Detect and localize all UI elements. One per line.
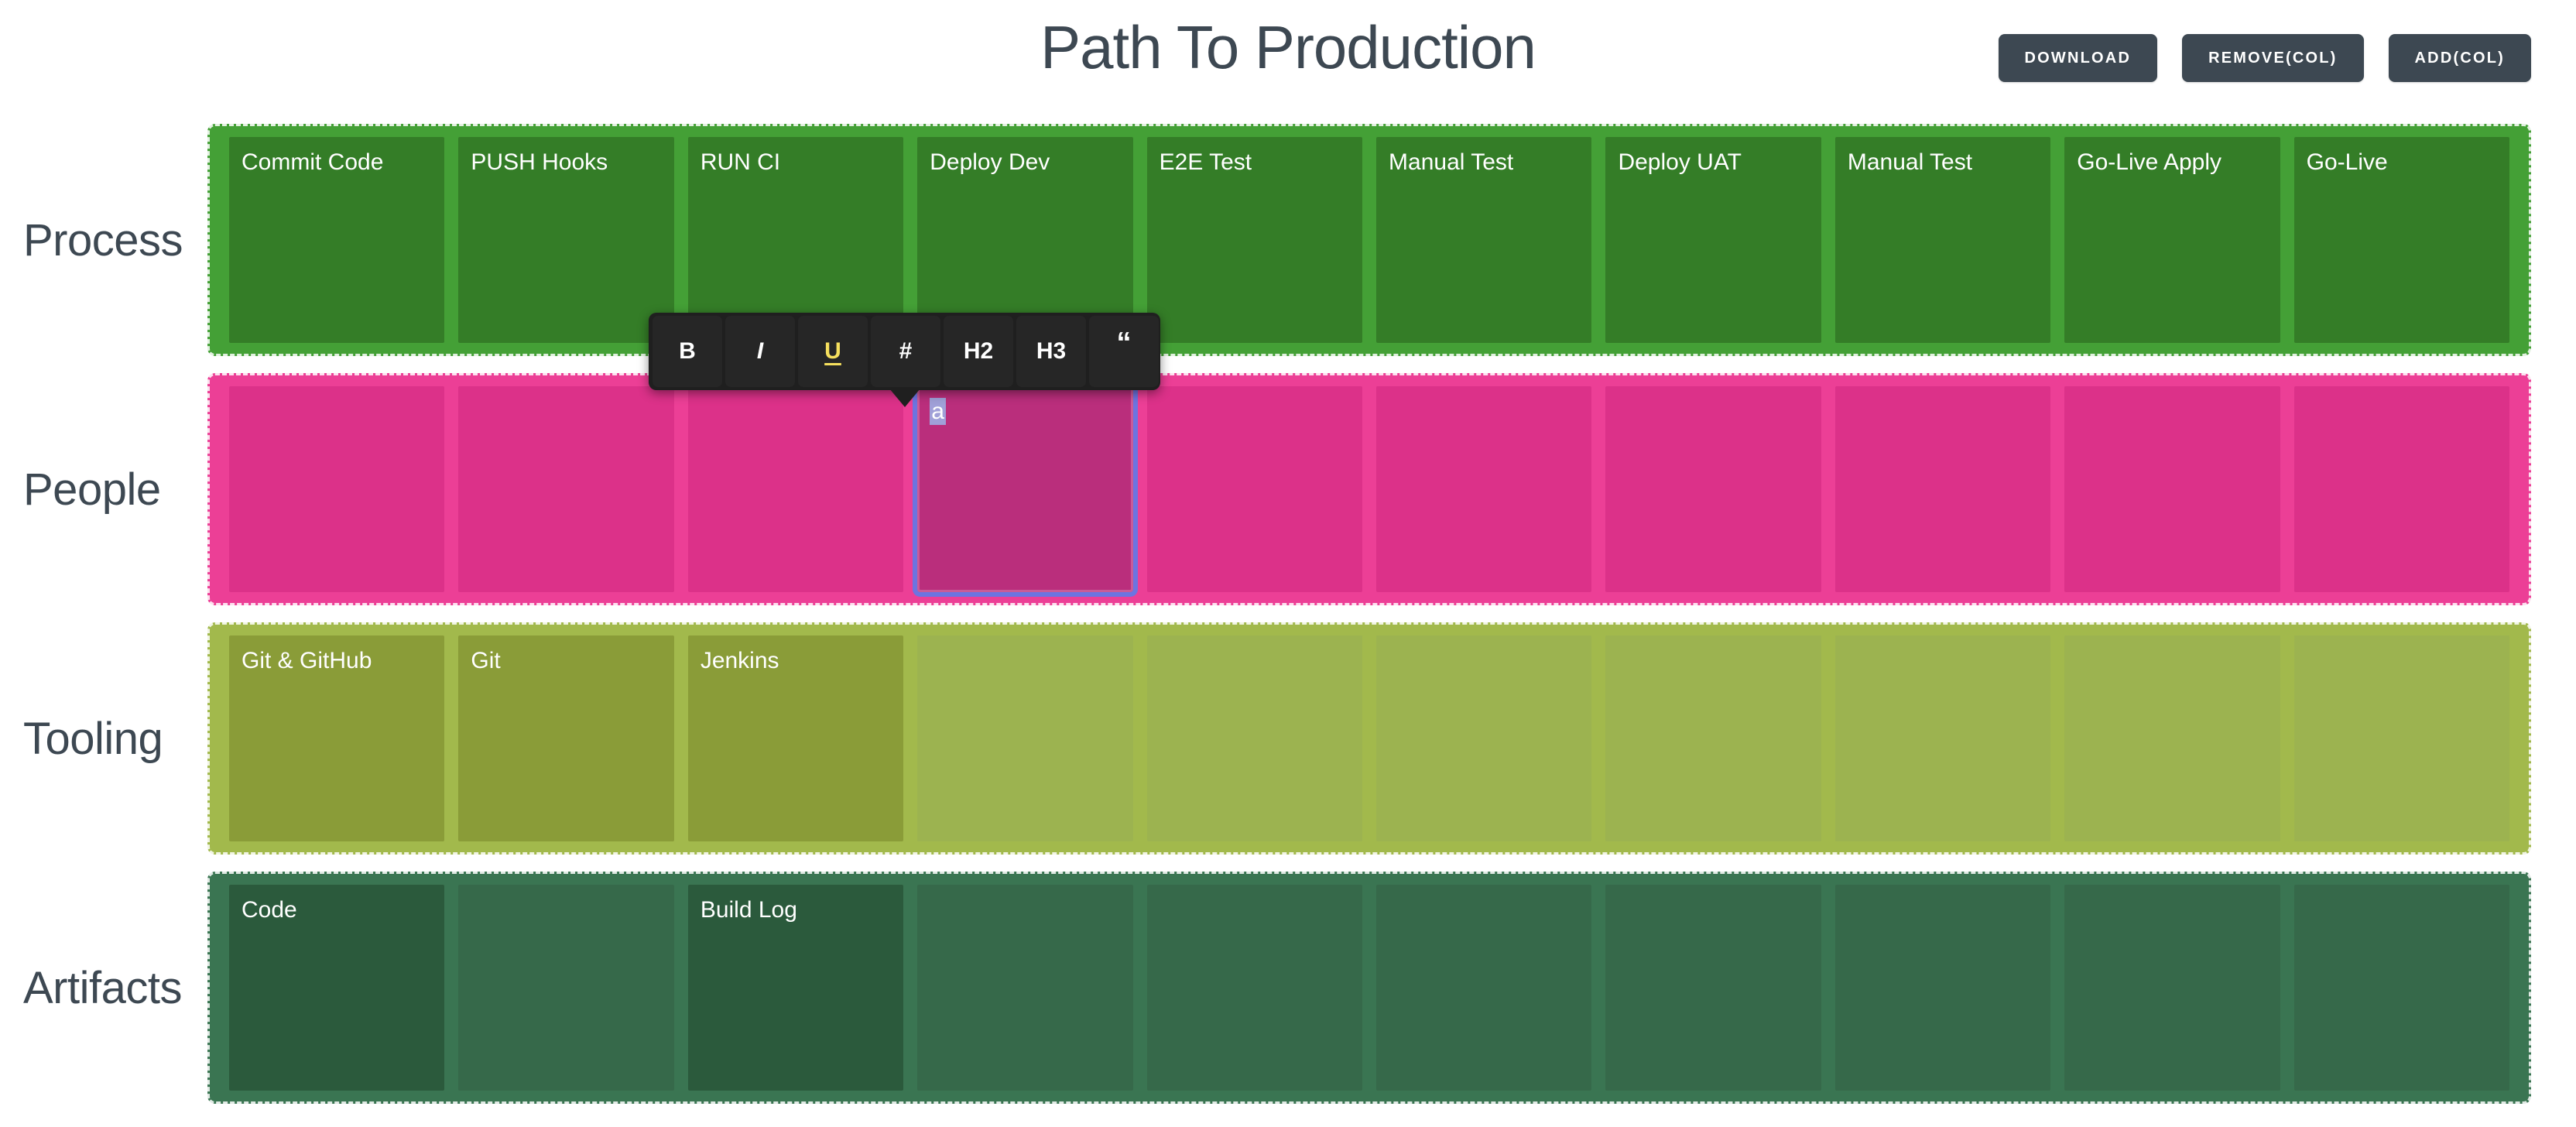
- cell-tooling-7[interactable]: [1605, 635, 1821, 841]
- row-people: People a: [0, 373, 2576, 605]
- cell-text: Git & GitHub: [242, 648, 372, 673]
- cell-artifacts-9[interactable]: [2064, 885, 2280, 1091]
- row-label-process: Process: [23, 214, 183, 265]
- cell-tooling-1[interactable]: Git & GitHub: [229, 635, 445, 841]
- cell-process-9[interactable]: Go-Live Apply: [2064, 137, 2280, 343]
- cell-process-4[interactable]: Deploy Dev: [917, 137, 1133, 343]
- row-label-tooling: Tooling: [23, 713, 163, 764]
- cell-tooling-3[interactable]: Jenkins: [687, 635, 904, 841]
- row-tooling: Tooling Git & GitHub Git Jenkins: [0, 622, 2576, 855]
- cell-process-5[interactable]: E2E Test: [1146, 137, 1363, 343]
- h2-button[interactable]: H2: [944, 316, 1013, 387]
- cell-process-1[interactable]: Commit Code: [229, 137, 445, 343]
- cell-text: Code: [242, 897, 297, 923]
- cell-people-10[interactable]: [2293, 386, 2510, 592]
- cell-people-7[interactable]: [1605, 386, 1821, 592]
- cell-tooling-6[interactable]: [1376, 635, 1592, 841]
- cell-tooling-2[interactable]: Git: [458, 635, 674, 841]
- cell-process-8[interactable]: Manual Test: [1834, 137, 2051, 343]
- cell-artifacts-3[interactable]: Build Log: [687, 885, 904, 1091]
- cell-text: Go-Live: [2306, 149, 2388, 175]
- cell-people-4[interactable]: a: [917, 386, 1133, 592]
- cell-text: Manual Test: [1389, 149, 1514, 175]
- remove-col-button[interactable]: REMOVE(COL): [2182, 34, 2364, 82]
- cell-artifacts-5[interactable]: [1146, 885, 1363, 1091]
- cell-artifacts-10[interactable]: [2293, 885, 2510, 1091]
- cell-text: Manual Test: [1847, 149, 1973, 175]
- cell-text: Jenkins: [700, 648, 779, 673]
- cell-process-3[interactable]: RUN CI: [687, 137, 904, 343]
- cell-text: Deploy Dev: [930, 149, 1050, 175]
- blockquote-button[interactable]: “: [1089, 316, 1159, 387]
- row-label-artifacts: Artifacts: [23, 962, 183, 1013]
- cell-people-9[interactable]: [2064, 386, 2280, 592]
- cell-artifacts-2[interactable]: [458, 885, 674, 1091]
- cell-text: Commit Code: [242, 149, 384, 175]
- cell-people-1[interactable]: [229, 386, 445, 592]
- row-artifacts: Artifacts Code Build Log: [0, 872, 2576, 1104]
- cell-tooling-5[interactable]: [1146, 635, 1363, 841]
- cell-tooling-8[interactable]: [1834, 635, 2051, 841]
- add-col-button[interactable]: ADD(COL): [2388, 34, 2531, 82]
- download-button[interactable]: DOWNLOAD: [1998, 34, 2158, 82]
- text-selection-highlight: a: [930, 398, 946, 425]
- bold-button[interactable]: B: [653, 316, 722, 387]
- cell-text: Go-Live Apply: [2077, 149, 2222, 175]
- cell-text: PUSH Hooks: [471, 149, 608, 175]
- cell-process-7[interactable]: Deploy UAT: [1605, 137, 1821, 343]
- cell-process-2[interactable]: PUSH Hooks: [458, 137, 674, 343]
- cell-people-8[interactable]: [1834, 386, 2051, 592]
- h3-button[interactable]: H3: [1016, 316, 1086, 387]
- cell-artifacts-4[interactable]: [917, 885, 1133, 1091]
- cell-tooling-4[interactable]: [917, 635, 1133, 841]
- cell-text: E2E Test: [1159, 149, 1252, 175]
- italic-button[interactable]: I: [725, 316, 795, 387]
- cell-tooling-9[interactable]: [2064, 635, 2280, 841]
- app-header: Path To Production DOWNLOAD REMOVE(COL) …: [0, 0, 2576, 124]
- cell-people-5[interactable]: [1146, 386, 1363, 592]
- underline-button[interactable]: U: [798, 316, 868, 387]
- cell-artifacts-8[interactable]: [1834, 885, 2051, 1091]
- cell-process-6[interactable]: Manual Test: [1376, 137, 1592, 343]
- cell-people-2[interactable]: [458, 386, 674, 592]
- page-title: Path To Production: [1040, 13, 1536, 81]
- cell-text: Build Log: [700, 897, 797, 923]
- board: Process Commit Code PUSH Hooks RUN CI Deploy…: [0, 124, 2576, 1121]
- row-process: Process Commit Code PUSH Hooks RUN CI Deploy…: [0, 124, 2576, 356]
- cell-process-10[interactable]: Go-Live: [2293, 137, 2510, 343]
- cell-text: Deploy UAT: [1618, 149, 1742, 175]
- cell-people-6[interactable]: [1376, 386, 1592, 592]
- cell-artifacts-6[interactable]: [1376, 885, 1592, 1091]
- row-track-process: Commit Code PUSH Hooks RUN CI Deploy Dev E2E…: [207, 124, 2531, 356]
- cell-text: RUN CI: [700, 149, 781, 175]
- header-actions: DOWNLOAD REMOVE(COL) ADD(COL): [1998, 34, 2531, 82]
- row-track-artifacts: Code Build Log: [207, 872, 2531, 1104]
- cell-text: Git: [471, 648, 501, 673]
- row-track-tooling: Git & GitHub Git Jenkins: [207, 622, 2531, 855]
- cell-text: a: [930, 398, 946, 425]
- toolbar-pointer-arrow-icon: [889, 389, 920, 407]
- cell-tooling-10[interactable]: [2293, 635, 2510, 841]
- cell-artifacts-7[interactable]: [1605, 885, 1821, 1091]
- row-track-people: a: [207, 373, 2531, 605]
- heading-button[interactable]: #: [871, 316, 940, 387]
- row-label-people: People: [23, 464, 161, 515]
- cell-people-3[interactable]: [687, 386, 904, 592]
- cell-artifacts-1[interactable]: Code: [229, 885, 445, 1091]
